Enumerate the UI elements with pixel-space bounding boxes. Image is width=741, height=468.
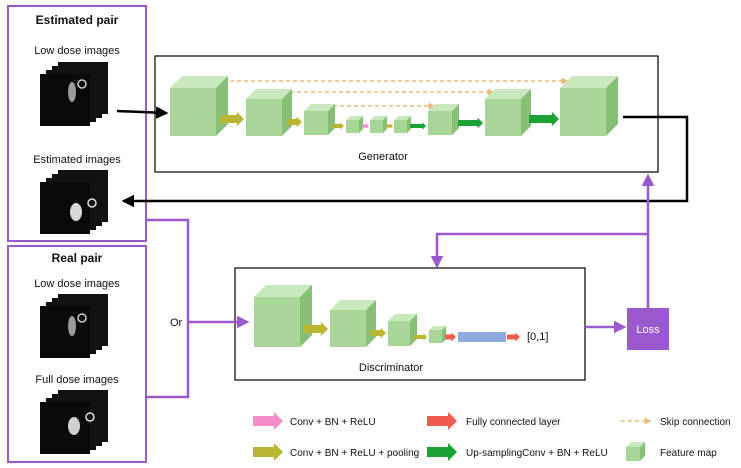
- generator-pool-arrow-1: [220, 111, 244, 127]
- discriminator-feature-map-3: [388, 314, 417, 346]
- generator-feature-map-2-front: [246, 99, 282, 136]
- real-pair-to-junction-line: [146, 322, 190, 399]
- generator-feature-map-6-front: [394, 120, 407, 133]
- generator-label: Generator: [358, 151, 408, 163]
- generator-upconv-arrow-1: [410, 122, 426, 130]
- legend-feature-map-label: Feature map: [660, 448, 717, 459]
- generator-feature-map-3: [304, 104, 335, 135]
- generator-feature-map-8: [485, 89, 531, 136]
- generator-upconv-arrow-3: [529, 111, 559, 127]
- discriminator-label: Discriminator: [359, 362, 424, 374]
- generator-feature-map-6-side: [407, 116, 411, 133]
- generator-feature-map-6-top: [394, 116, 411, 120]
- discriminator-pool-arrow-1: [304, 321, 328, 337]
- estimated-pair-panel: Estimated pair Low dose images Estimated…: [7, 5, 147, 242]
- discriminator-feature-map-2-front: [330, 310, 366, 347]
- generator-pool-arrow-2: [287, 116, 302, 128]
- legend-feature-map-icon-front: [626, 447, 640, 461]
- discriminator-feature-map-1: [254, 285, 312, 347]
- generator-feature-map-3-top: [304, 104, 335, 111]
- generator-conv-arrow-1: [362, 123, 369, 129]
- generator-feature-map-9-side: [606, 76, 618, 136]
- discriminator-fc-arrow-2: [507, 332, 520, 342]
- discriminator-feature-map-2-top: [330, 300, 376, 310]
- real-low-dose-image-stack: [40, 294, 108, 358]
- generator-feature-map-8-front: [485, 99, 521, 136]
- loss-box: Loss: [627, 308, 669, 350]
- discriminator-fc-arrow-1: [445, 332, 456, 342]
- estimated-pair-title: Estimated pair: [36, 13, 119, 27]
- real-pair-panel: Real pair Low dose images Full dose imag…: [7, 245, 147, 463]
- legend-fc-label: Fully connected layer: [466, 417, 561, 428]
- legend-upconv-label: Up-samplingConv + BN + ReLU: [466, 448, 608, 459]
- generator-feature-map-2: [246, 89, 292, 136]
- generator-feature-map-4-front: [346, 120, 359, 133]
- generator-feature-map-9-top: [560, 76, 618, 88]
- discriminator-pool-arrow-2: [370, 327, 386, 339]
- discriminator-feature-map-4: [429, 326, 446, 343]
- discriminator-feature-map-2: [330, 300, 376, 347]
- generator-feature-map-9-front: [560, 88, 606, 136]
- discriminator-feature-map-3-top: [388, 314, 417, 321]
- generator-feature-map-4-side: [359, 116, 363, 133]
- discriminator-feature-map-4-front: [429, 330, 442, 343]
- legend-feature-map-icon: [626, 442, 645, 461]
- low-dose-images-label: Low dose images: [34, 45, 120, 57]
- low-dose-image-stack: [40, 62, 108, 126]
- dense-layer-bar: [458, 332, 506, 342]
- generator-feature-map-7-front: [428, 111, 452, 135]
- generator-feature-map-4-top: [346, 116, 363, 120]
- loss-to-discriminator-arrow: [430, 232, 648, 269]
- generator-feature-map-1-top: [170, 76, 228, 88]
- discriminator-output-label: [0,1]: [527, 331, 548, 343]
- discriminator-feature-map-1-top: [254, 285, 312, 297]
- generator-feature-map-3-front: [304, 111, 328, 135]
- generator-output-arrow: [121, 115, 689, 208]
- generator-feature-map-9: [560, 76, 618, 136]
- real-low-dose-images-label: Low dose images: [34, 278, 120, 290]
- generator-feature-map-7: [428, 104, 459, 135]
- generator-upconv-arrow-2: [458, 117, 483, 129]
- or-label: Or: [170, 317, 183, 329]
- generator-feature-map-8-top: [485, 89, 531, 99]
- generator-feature-map-2-top: [246, 89, 292, 99]
- legend-conv-pool-label: Conv + BN + ReLU + pooling: [290, 448, 419, 459]
- generator-feature-map-4: [346, 116, 363, 133]
- generator-pool-arrow-3: [332, 122, 344, 130]
- discriminator-feature-map-1-front: [254, 297, 300, 347]
- legend-skip-label: Skip connection: [660, 417, 731, 428]
- generator-pool-arrow-4: [386, 123, 393, 129]
- legend-conv-label: Conv + BN + ReLU: [290, 417, 376, 428]
- generator-feature-map-5-top: [370, 116, 387, 120]
- generator-feature-map-5-front: [370, 120, 383, 133]
- generator-feature-map-8-side: [521, 89, 531, 136]
- loss-label: Loss: [636, 324, 660, 336]
- discriminator-feature-map-3-front: [388, 321, 410, 346]
- full-dose-images-label: Full dose images: [35, 374, 119, 386]
- full-dose-image-stack: [40, 390, 108, 454]
- estimated-pair-to-junction-line: [146, 218, 190, 322]
- generator-feature-map-1: [170, 76, 228, 136]
- legend-upconv-arrow-icon: [427, 443, 457, 461]
- generator-feature-map-5-side: [383, 116, 387, 133]
- discriminator-feature-map-4-top: [429, 326, 446, 330]
- generator-feature-map-1-front: [170, 88, 216, 136]
- real-pair-title: Real pair: [52, 251, 103, 265]
- legend-fc-arrow-icon: [427, 412, 457, 430]
- generator-feature-map-7-side: [452, 104, 459, 135]
- legend-feature-map-icon-side: [640, 442, 645, 461]
- legend-conv-arrow-icon: [253, 412, 283, 430]
- generator-feature-map-5: [370, 116, 387, 133]
- discriminator-pool-arrow-3: [413, 333, 427, 341]
- estimated-images-label: Estimated images: [33, 154, 121, 166]
- estimated-image-stack: [40, 170, 108, 234]
- input-to-generator-arrow: [116, 106, 169, 119]
- legend-feature-map-icon-top: [626, 442, 645, 447]
- legend: Conv + BN + ReLU Conv + BN + ReLU + pool…: [253, 412, 731, 461]
- generator-feature-map-6: [394, 116, 411, 133]
- legend-pool-arrow-icon: [253, 443, 283, 461]
- generator-feature-map-7-top: [428, 104, 459, 111]
